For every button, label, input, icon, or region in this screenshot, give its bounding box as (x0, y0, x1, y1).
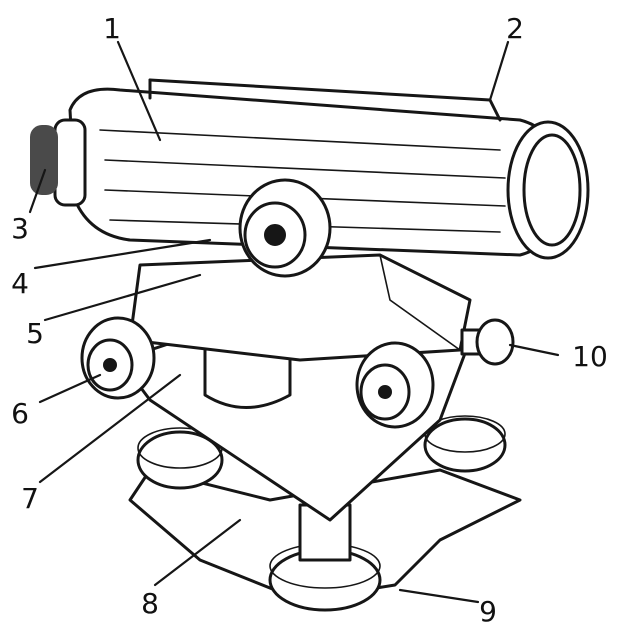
telescope (30, 78, 567, 257)
foot-screw-left (136, 427, 224, 490)
foot-screw-right (423, 415, 507, 473)
label-10: 10 (572, 340, 608, 373)
objective-lens (506, 120, 590, 260)
side-screw-left (80, 316, 156, 400)
side-screw-right (355, 341, 435, 429)
foot-screw-front (268, 503, 382, 612)
label-5: 5 (26, 317, 44, 350)
label-2: 2 (506, 12, 524, 45)
leader-lines (28, 40, 560, 604)
label-7: 7 (21, 482, 39, 515)
label-4: 4 (11, 267, 29, 300)
label-6: 6 (11, 397, 29, 430)
label-9: 9 (479, 595, 497, 628)
label-1: 1 (103, 12, 121, 45)
focusing-knob (238, 178, 332, 278)
label-8: 8 (141, 587, 159, 620)
label-3: 3 (11, 212, 29, 245)
fine-screw-right (460, 318, 515, 366)
